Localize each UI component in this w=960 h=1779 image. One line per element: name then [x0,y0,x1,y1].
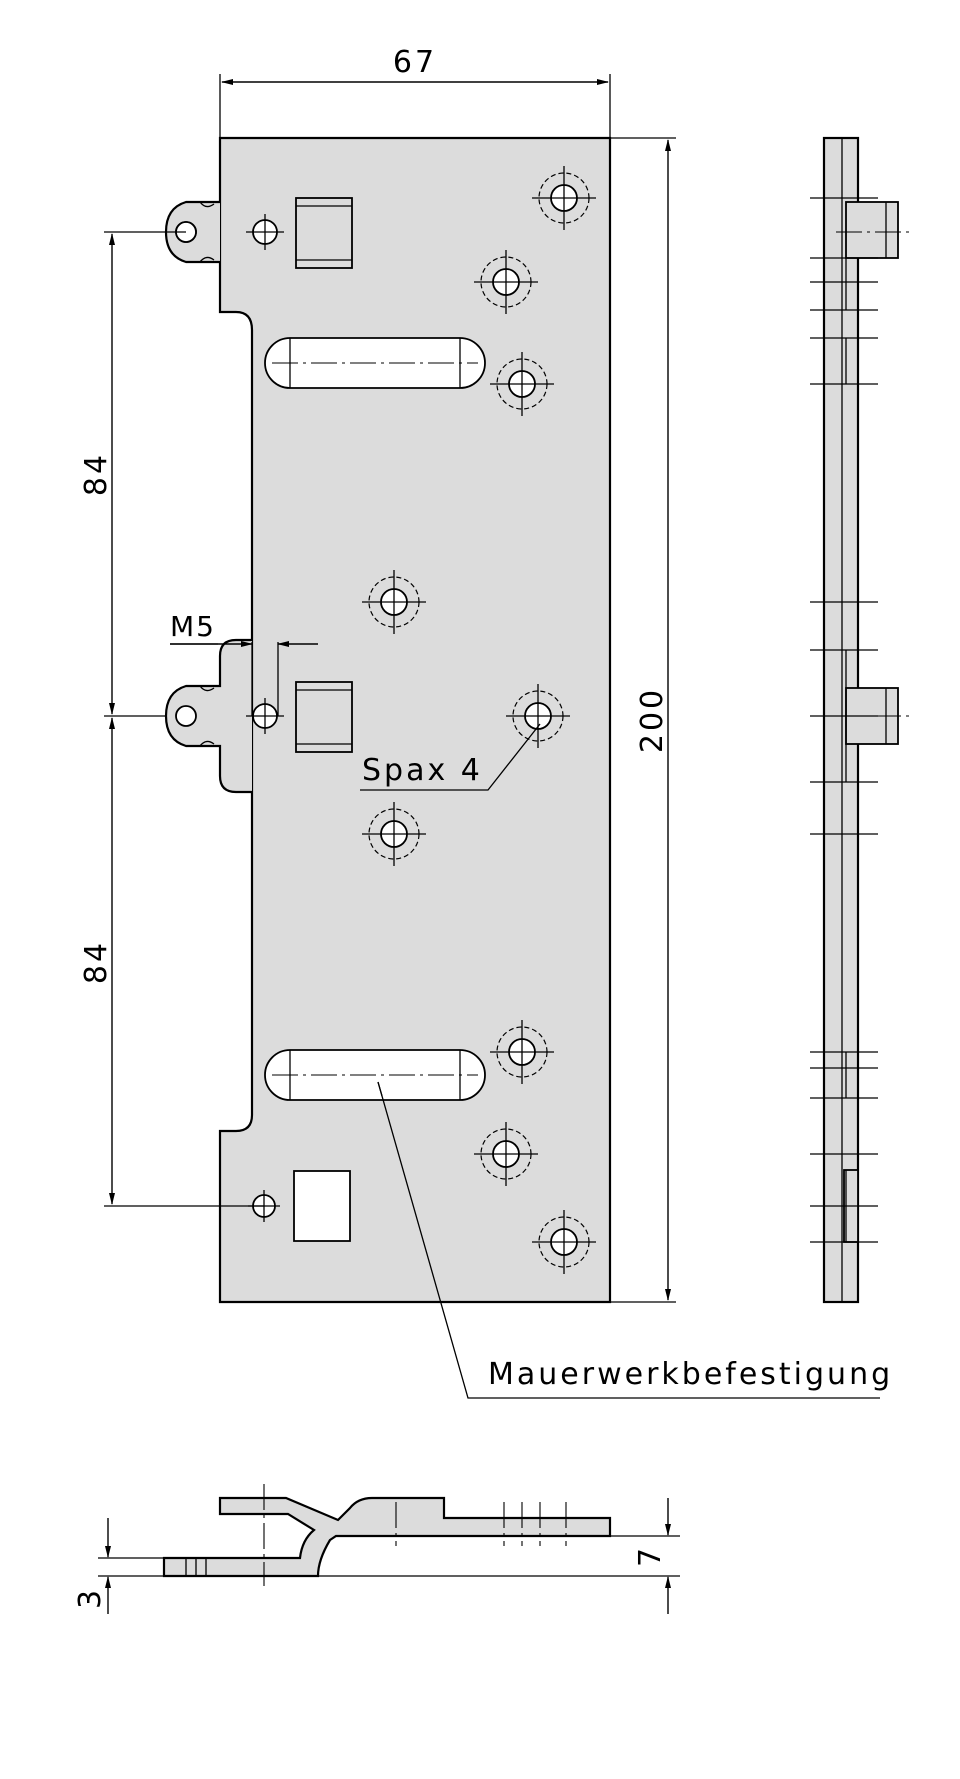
middle-tongue [164,638,353,794]
dim-width-label: 67 [393,45,437,80]
lower-slot [264,1049,486,1101]
bottom-view: 3 7 [73,1484,680,1614]
countersunk-screw-hole [490,352,554,416]
countersunk-screw-hole [532,166,596,230]
countersunk-screw-hole [362,570,426,634]
countersunk-screw-hole [362,802,426,866]
side-bolt-upper [845,201,899,259]
dim-offset-large-label: 7 [633,1545,668,1567]
countersunk-screw-hole [474,1122,538,1186]
dim-height-label: 200 [635,687,670,753]
side-view [810,136,912,1304]
countersunk-screw-hole [532,1210,596,1274]
callout-masonry: Mauerwerkbefestigung [488,1357,893,1392]
middle-clip [295,681,353,753]
countersunk-screw-hole [490,1020,554,1084]
bottom-profile [162,1496,612,1578]
upper-clip [295,197,353,269]
main-plate [218,136,612,1304]
dim-offset-small-label: 3 [73,1587,108,1609]
dim-spacing-lower-label: 84 [79,940,114,984]
screw-holes [362,166,596,1274]
countersunk-screw-hole [506,684,570,748]
countersunk-screw-hole [474,250,538,314]
front-dimensions: 67 200 84 84 M5 Spax 4 Mauerwerkbefestig… [79,45,893,1399]
front-view [164,136,612,1304]
dim-spacing-upper-label: 84 [79,452,114,496]
dim-thread-label: M5 [170,610,216,643]
callout-screw: Spax 4 [362,753,483,788]
upper-slot [264,337,486,389]
square-window [293,1170,351,1242]
